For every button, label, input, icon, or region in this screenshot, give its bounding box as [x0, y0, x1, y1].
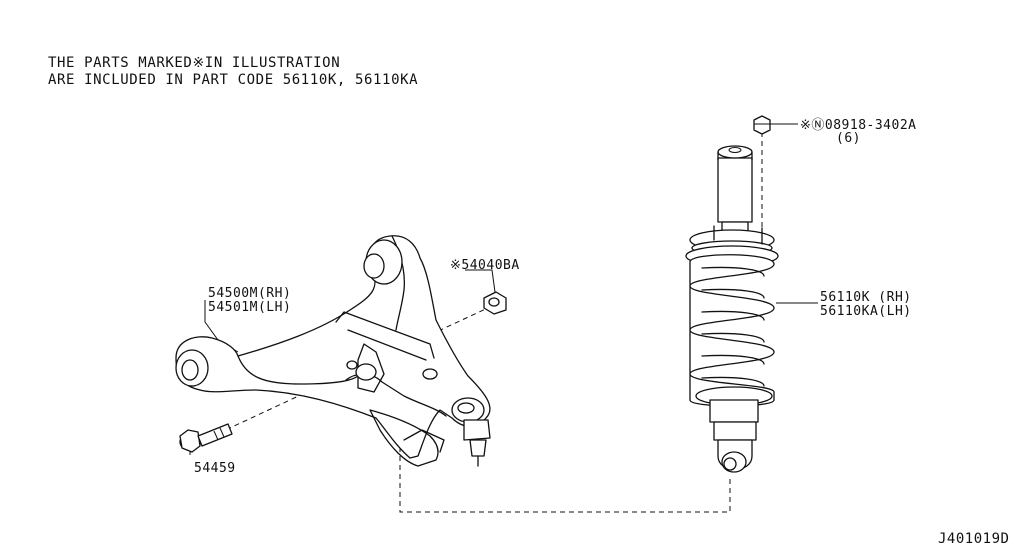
note-line-2: ARE INCLUDED IN PART CODE 56110K, 56110K… [48, 72, 419, 88]
diagram-id: J401019D [938, 531, 1010, 547]
lower-control-arm [175, 235, 491, 467]
label-shock-rh: 56110K (RH) [820, 290, 912, 305]
note-line-1: THE PARTS MARKED※IN ILLUSTRATION [48, 55, 341, 71]
arm-nut-icon [483, 291, 507, 315]
top-nut-icon [753, 115, 771, 135]
label-arm-rh: 54500M(RH) [208, 286, 292, 301]
label-top-nut-qty: (6) [836, 131, 861, 146]
label-top-nut-code: ※Ⓝ08918-3402A [800, 118, 917, 133]
bolt-icon [179, 423, 233, 453]
label-shock-lh: 56110KA(LH) [820, 304, 912, 319]
label-arm-lh: 54501M(LH) [208, 300, 292, 315]
label-arm-nut: ※54040BA [450, 258, 520, 273]
label-bolt: 54459 [194, 461, 236, 476]
shock-absorber-assembly [685, 145, 779, 473]
